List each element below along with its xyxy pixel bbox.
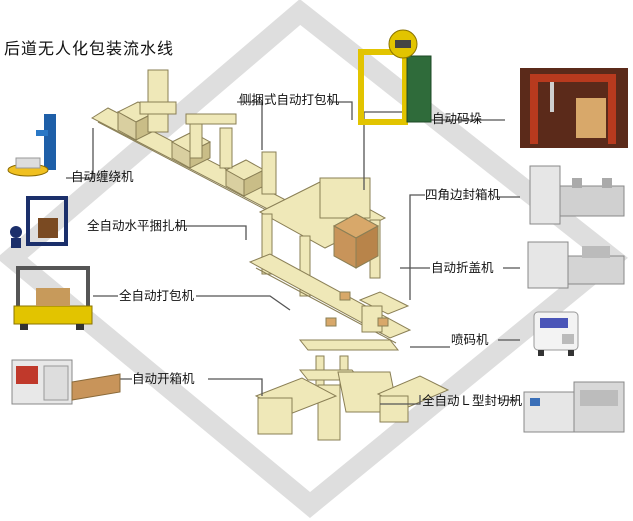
stretch-wrapper-image (7, 114, 56, 177)
side-strapping-image (358, 29, 432, 125)
label-four-corner-sealer: 四角边封箱机 (425, 187, 501, 202)
label-side-strapping: 侧捆式自动打包机 (239, 92, 340, 107)
auto-box-opener-image (11, 359, 121, 405)
label-l-sealing: 全自动Ｌ型封切机 (422, 393, 523, 408)
label-horizontal-strapping: 全自动水平捆扎机 (87, 218, 188, 233)
l-sealer-image (523, 381, 625, 433)
inkjet-printer-image (533, 311, 579, 356)
auto-palletizing-image (520, 68, 628, 148)
horizontal-strapping-image (10, 196, 68, 248)
four-corner-sealer-image (529, 165, 625, 225)
diagram-title: 后道无人化包装流水线 (4, 39, 175, 58)
label-auto-palletizing: 自动码垛 (432, 111, 483, 126)
label-auto-packing: 全自动打包机 (119, 288, 195, 303)
auto-packing-image (13, 266, 93, 330)
lid-folding-image (527, 241, 625, 289)
label-auto-winding: 自动缠绕机 (71, 169, 134, 184)
label-auto-box-opening: 自动开箱机 (132, 371, 195, 386)
label-inkjet-printer: 喷码机 (451, 332, 489, 347)
label-auto-lid-folding: 自动折盖机 (431, 260, 494, 275)
production-line-drawing (90, 69, 450, 441)
